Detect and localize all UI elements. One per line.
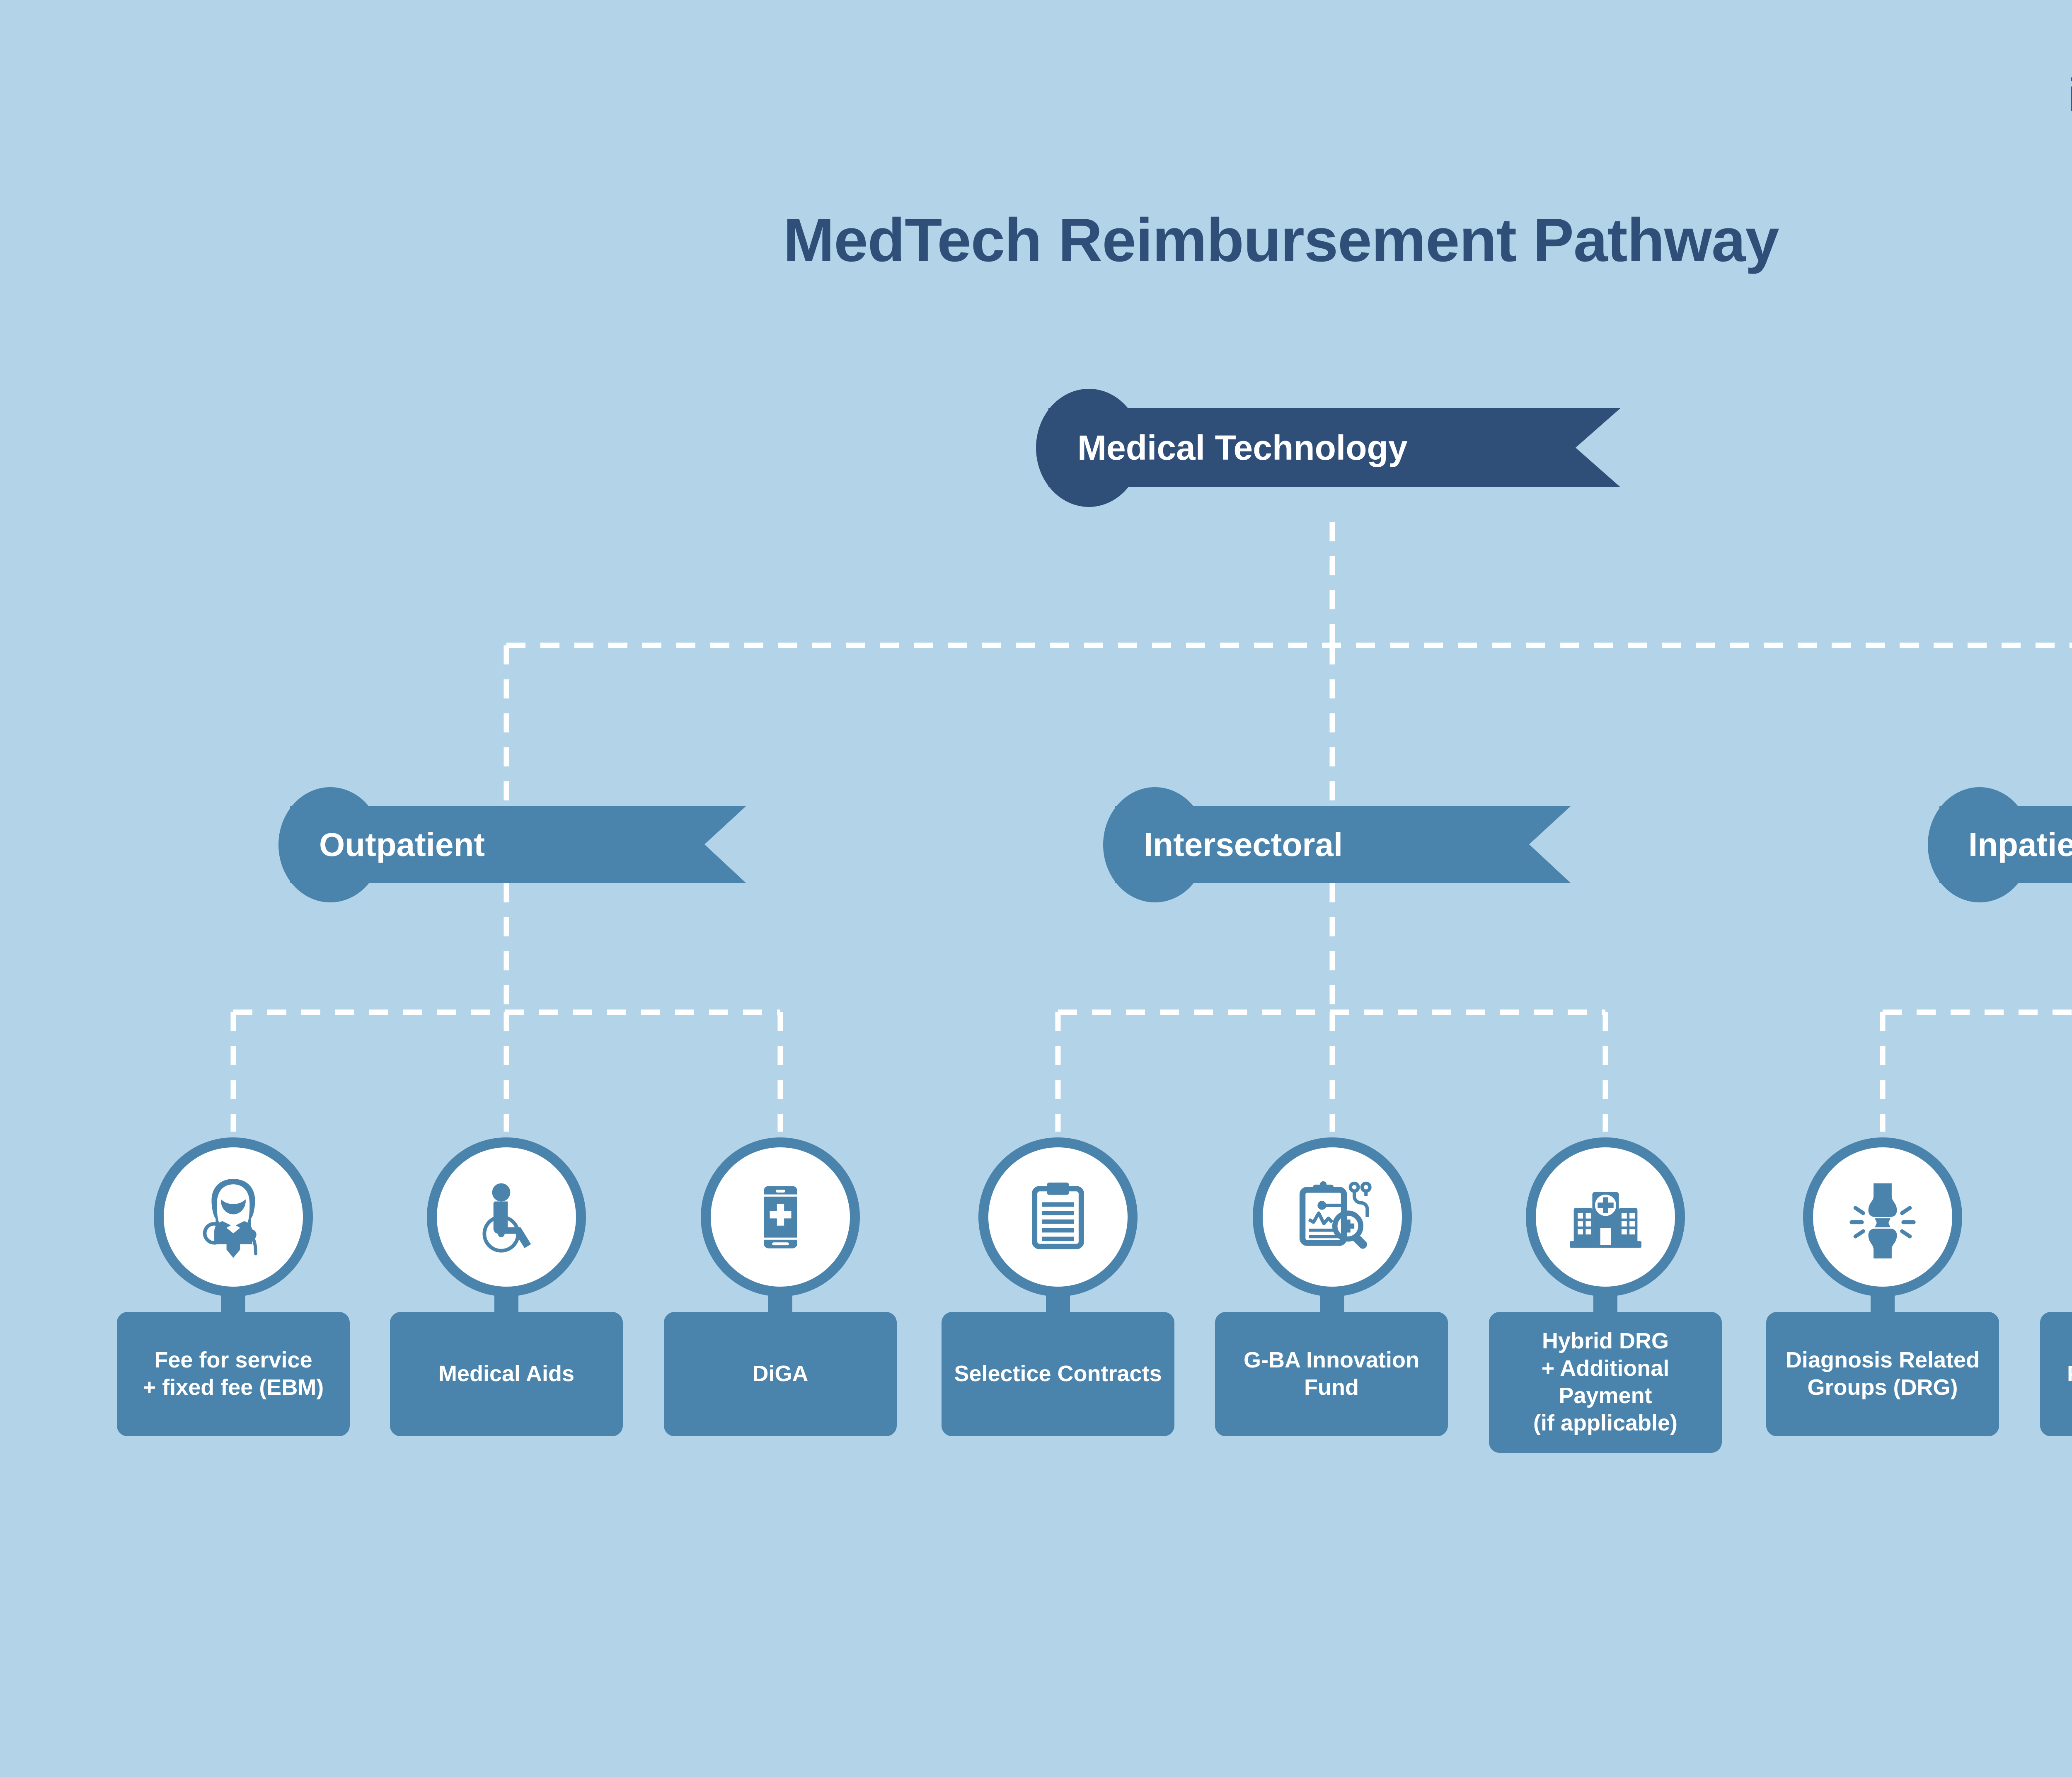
brand-logo: inspiring-health Academy [2068, 46, 2072, 191]
branch-node-intersectoral[interactable]: Intersectoral [1103, 787, 1571, 902]
page-title: MedTech Reimbursement Pathway [783, 206, 1779, 274]
ribbon-body [1939, 806, 2072, 883]
leaf-node-label: Hybrid DRG+ Additional Payment(if applic… [1489, 1312, 1722, 1453]
medical-research-icon [1253, 1137, 1412, 1297]
logo-wordmark: inspiring-health [2068, 68, 2072, 122]
branch-node-outpatient[interactable]: Outpatient [278, 787, 746, 902]
clipboard-icon [978, 1137, 1138, 1297]
branch-node-label: Inpatient [1968, 826, 2072, 863]
mobile-health-app-icon [701, 1137, 860, 1297]
ribbon-body [290, 806, 746, 883]
branch-node-label: Outpatient [319, 826, 485, 863]
ribbon-body [1115, 806, 1571, 883]
ribbon-body [1048, 408, 1620, 487]
leaf-node-label: Selectice Contracts [942, 1312, 1174, 1436]
branch-node-label: Intersectoral [1144, 826, 1343, 863]
bone-joint-icon [1803, 1137, 1962, 1297]
root-node-medical-technology[interactable]: Medical Technology [1036, 389, 1620, 507]
female-doctor-icon [154, 1137, 313, 1297]
root-node-label: Medical Technology [1077, 428, 1408, 467]
leaf-node-label: Public Subsidies [2040, 1312, 2072, 1436]
hospital-icon [1526, 1137, 1685, 1297]
leaf-node-label: Medical Aids [390, 1312, 623, 1436]
leaf-node-label: Fee for service+ fixed fee (EBM) [117, 1312, 350, 1436]
wheelchair-icon [427, 1137, 586, 1297]
branch-node-inpatient[interactable]: Inpatient [1928, 787, 2072, 902]
leaf-node-label: DiGA [664, 1312, 897, 1436]
